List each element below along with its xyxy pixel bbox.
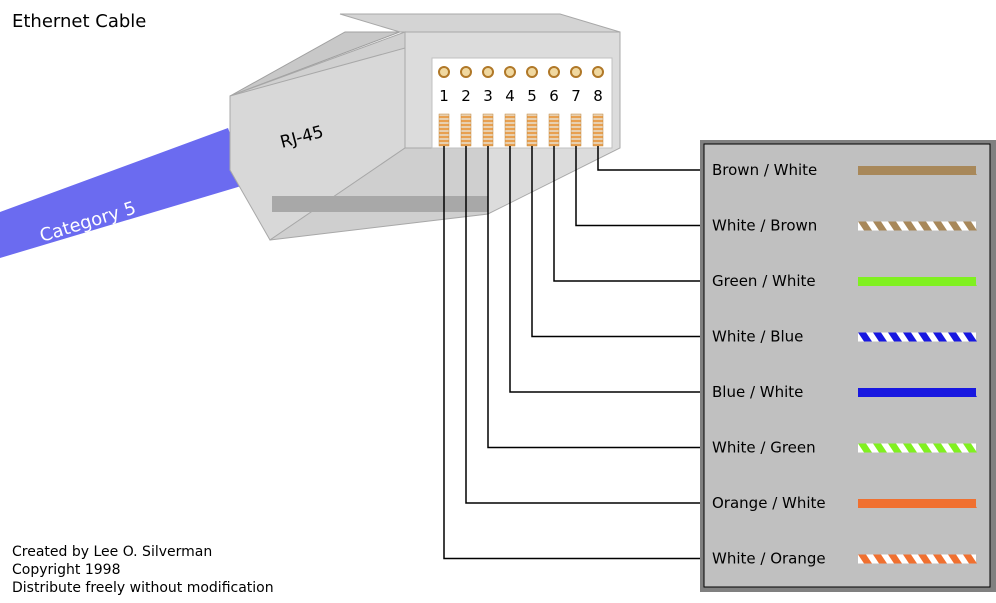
pin-6-contact-top — [548, 66, 560, 78]
wire-label: White / Blue — [712, 328, 803, 346]
diagram-title: Ethernet Cable — [12, 11, 146, 32]
pin-3-contact — [482, 113, 494, 147]
pin-number: 6 — [549, 87, 559, 105]
pin-5-contact — [526, 113, 538, 147]
lead-pin-5 — [531, 146, 704, 338]
pin-3-contact-top — [482, 66, 494, 78]
pin-number: 3 — [483, 87, 493, 105]
lead-pin-7 — [575, 146, 704, 227]
legend-row: Blue / White — [712, 383, 977, 401]
credit-author: Created by Lee O. Silverman — [12, 544, 212, 560]
wire-label: Green / White — [712, 272, 816, 290]
credit-license: Distribute freely without modification — [12, 580, 274, 596]
pin-window — [431, 57, 613, 149]
wire-label: White / Orange — [712, 550, 826, 568]
wire-swatch — [858, 388, 977, 397]
credit-copyright: Copyright 1998 — [12, 562, 121, 578]
wire-label: Blue / White — [712, 383, 803, 401]
pin-4-contact-top — [504, 66, 516, 78]
connector-groove — [272, 196, 488, 212]
wire-swatch — [858, 554, 977, 564]
pin-number: 7 — [571, 87, 581, 105]
pin-6-contact — [548, 113, 560, 147]
lead-pin-8 — [597, 146, 704, 171]
wire-label: Orange / White — [712, 494, 826, 512]
cable: Category 5 — [0, 128, 248, 258]
lead-pin-1 — [443, 146, 704, 560]
wire-swatch — [858, 499, 977, 508]
pin-1-contact — [438, 113, 450, 147]
pin-number: 2 — [461, 87, 471, 105]
wire-label: White / Green — [712, 439, 816, 457]
connector-latch — [339, 13, 621, 33]
legend-row: Orange / White — [712, 494, 977, 512]
pin-4-contact — [504, 113, 516, 147]
pin-2-contact — [460, 113, 472, 147]
pin-number: 8 — [593, 87, 603, 105]
wire-leads — [443, 146, 704, 560]
legend-row: White / Green — [712, 439, 977, 457]
pin-7-contact-top — [570, 66, 582, 78]
wire-swatch — [858, 221, 977, 231]
legend-panel — [703, 143, 991, 588]
pin-2-contact-top — [460, 66, 472, 78]
legend-row: White / Brown — [712, 217, 977, 235]
cable-body — [0, 128, 248, 258]
legend-row: Brown / White — [712, 161, 977, 179]
lead-pin-2 — [465, 146, 704, 504]
credits: Created by Lee O. Silverman Copyright 19… — [12, 544, 274, 596]
pin-1-contact-top — [438, 66, 450, 78]
pin-number: 4 — [505, 87, 515, 105]
pin-number: 5 — [527, 87, 537, 105]
wire-swatch — [858, 332, 977, 342]
wire-label: Brown / White — [712, 161, 817, 179]
lead-pin-3 — [487, 146, 704, 449]
pin-number: 1 — [439, 87, 449, 105]
lead-pin-4 — [509, 146, 704, 393]
lead-pin-6 — [553, 146, 704, 282]
wire-swatch — [858, 277, 977, 286]
wire-label: White / Brown — [712, 217, 817, 235]
wire-swatch — [858, 166, 977, 175]
legend-row: White / Orange — [712, 550, 977, 568]
pin-8-contact-top — [592, 66, 604, 78]
wire-swatch — [858, 443, 977, 453]
pin-7-contact — [570, 113, 582, 147]
pin-5-contact-top — [526, 66, 538, 78]
pin-8-contact — [592, 113, 604, 147]
legend-row: Green / White — [712, 272, 977, 290]
legend-row: White / Blue — [712, 328, 977, 346]
